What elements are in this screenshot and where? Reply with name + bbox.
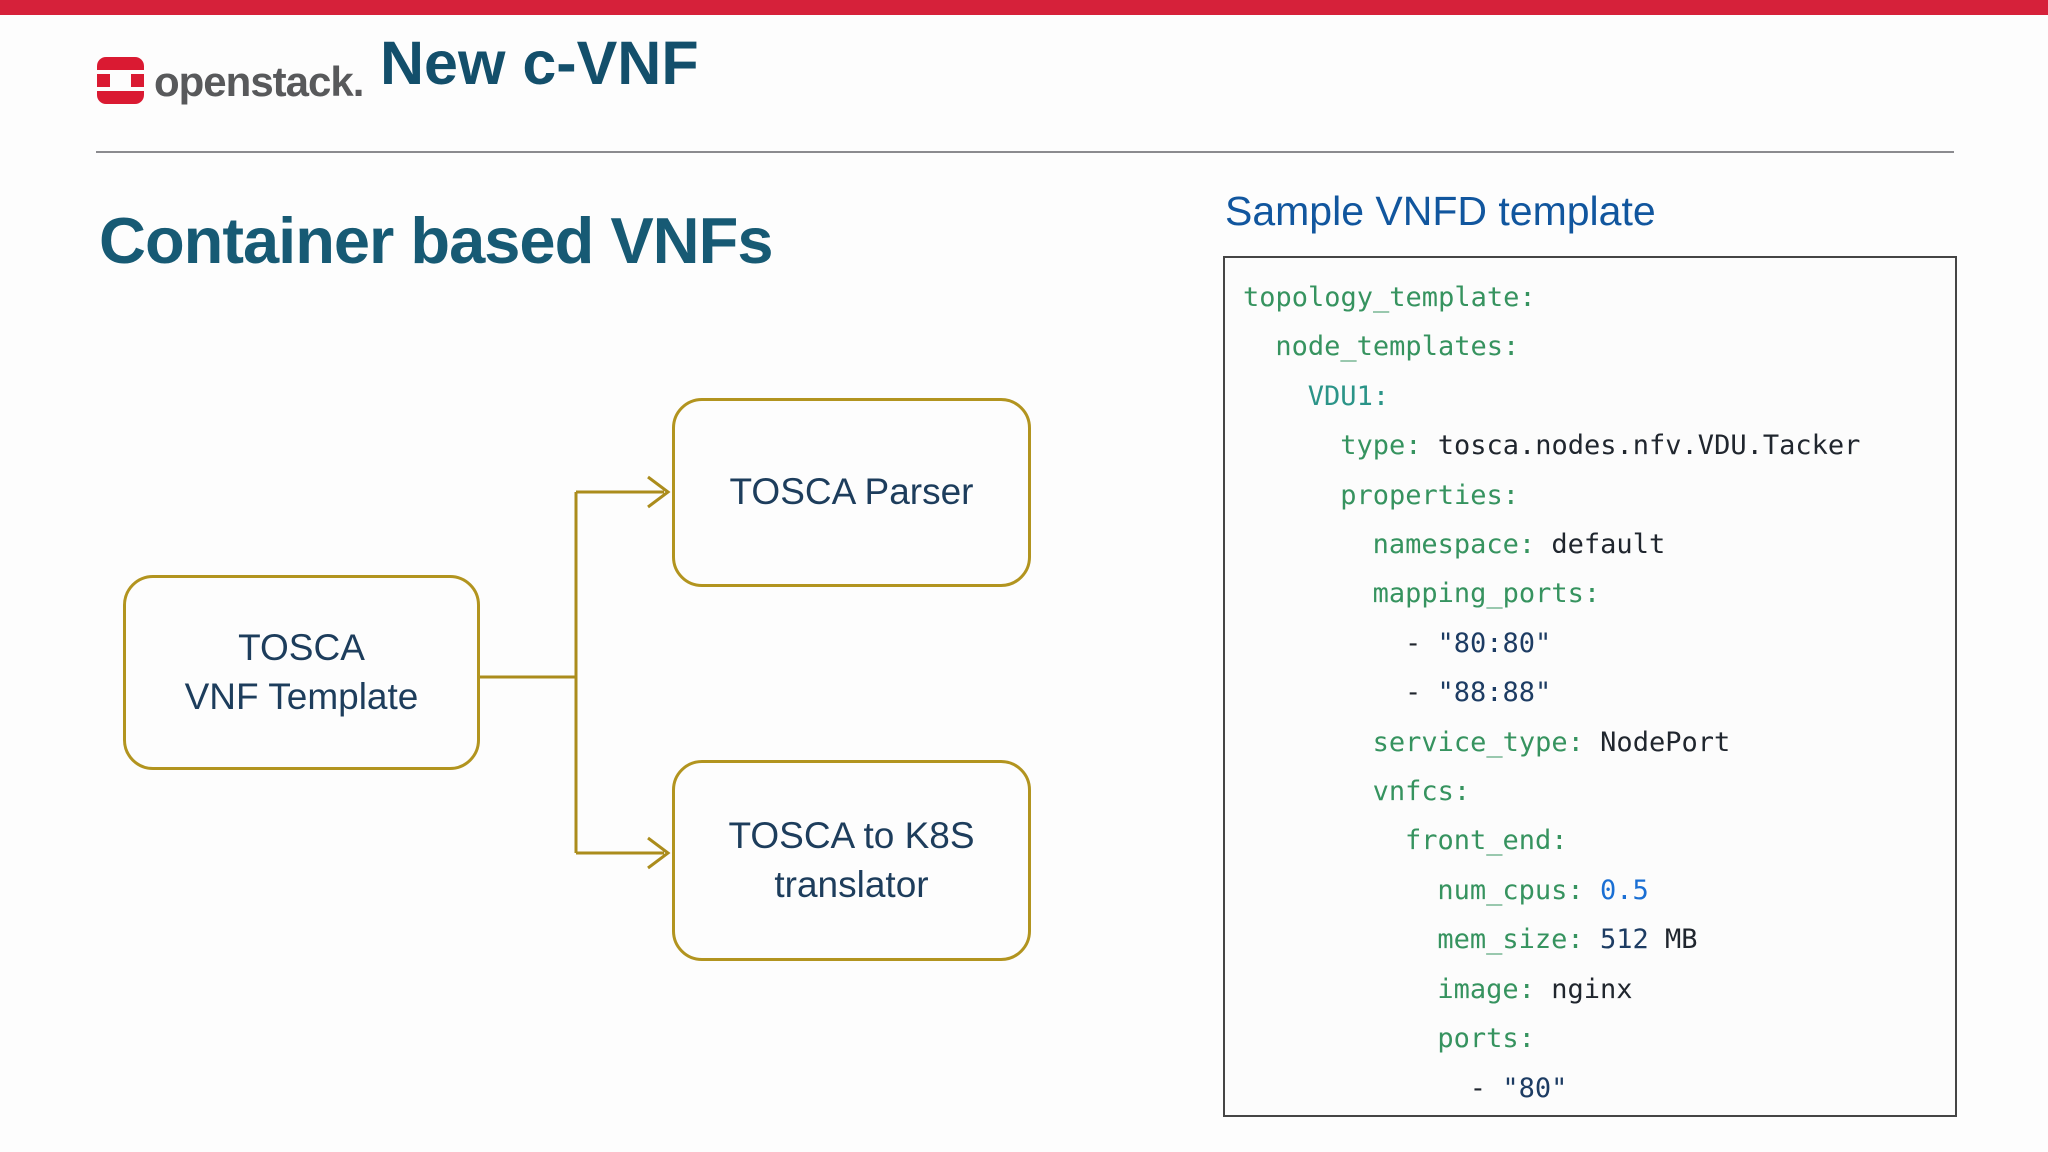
node-tosca-parser: TOSCA Parser (672, 398, 1031, 587)
code-line: namespace: default (1372, 529, 1666, 561)
node-label-line: TOSCA Parser (729, 471, 974, 513)
code-line: type: tosca.nodes.nfv.VDU.Tacker (1340, 430, 1861, 462)
arrowhead-icon (647, 836, 671, 870)
top-accent-bar (0, 0, 2048, 15)
slide-title: New c-VNF (380, 29, 699, 97)
openstack-wordmark: openstack. (154, 58, 364, 105)
code-line: vnfcs: (1372, 776, 1471, 808)
code-line: topology_template: (1243, 282, 1536, 313)
node-label-line: TOSCA (238, 626, 365, 668)
code-line: properties: (1340, 479, 1519, 511)
vnfd-code: topology_template: node_templates: VDU1: ty… (1243, 273, 1955, 1113)
node-tosca-to-k8s-translator: TOSCA to K8S translator (672, 760, 1031, 961)
logo-center-hole (110, 70, 131, 91)
code-line: - "80" (1469, 1072, 1568, 1104)
node-tosca-vnf-template: TOSCA VNF Template (123, 575, 480, 770)
node-label-line: TOSCA to K8S (728, 814, 975, 856)
code-line: VDU1: (1307, 380, 1390, 412)
arrowhead-icon (647, 475, 671, 509)
header-divider (96, 151, 1954, 153)
code-line: - "88:88" (1405, 677, 1552, 709)
code-line: mapping_ports: (1372, 578, 1601, 610)
openstack-logo-icon (97, 57, 144, 104)
code-line: - "80:80" (1405, 627, 1552, 659)
section-heading: Container based VNFs (99, 204, 773, 277)
node-label-line: VNF Template (184, 675, 419, 717)
code-line: mem_size: 512 MB (1437, 924, 1698, 956)
code-line: num_cpus: 0.5 (1437, 874, 1649, 906)
code-line: front_end: (1405, 825, 1568, 857)
code-line: node_templates: (1275, 331, 1520, 363)
vnfd-code-box: topology_template: node_templates: VDU1: ty… (1223, 256, 1957, 1117)
code-line: image: nginx (1437, 973, 1633, 1005)
code-line: ports: (1437, 1023, 1535, 1055)
panel-heading: Sample VNFD template (1225, 188, 1656, 234)
code-line: service_type: NodePort (1372, 726, 1731, 758)
node-label-line: translator (774, 863, 929, 905)
